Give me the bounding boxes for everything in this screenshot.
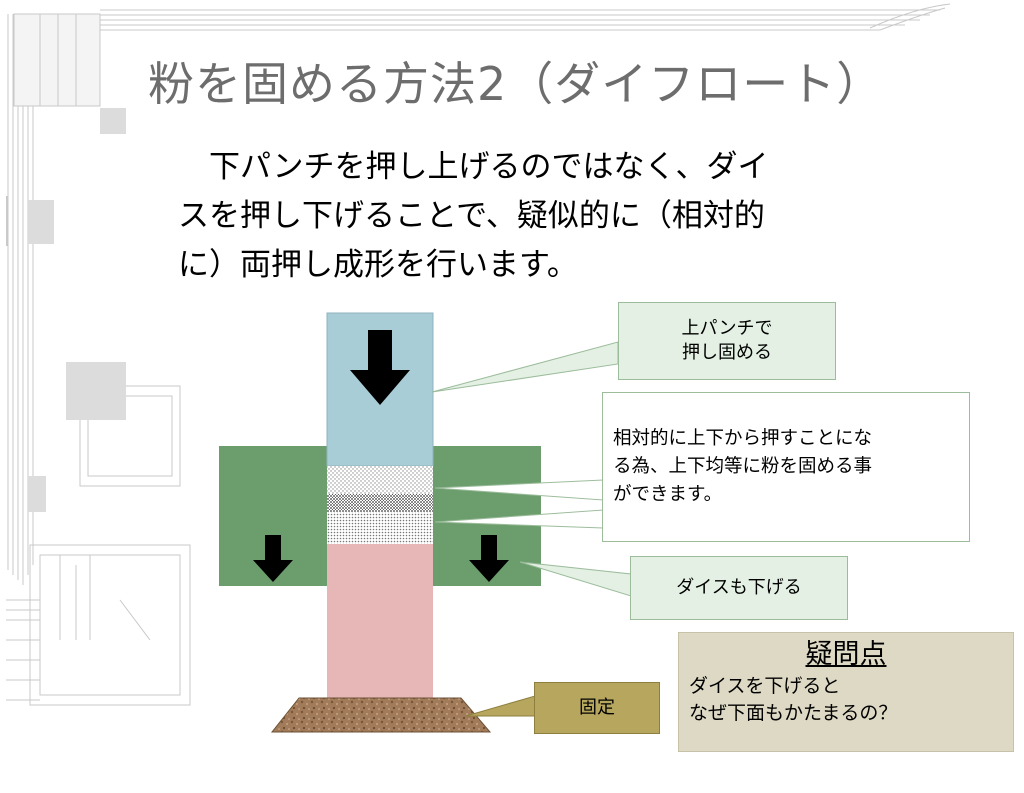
callout-pointer bbox=[465, 695, 536, 717]
body-line: スを押し下げることで、疑似的に（相対的 bbox=[178, 198, 765, 234]
callout-line: 押し固める bbox=[682, 342, 772, 363]
question-line: ダイスを下げると bbox=[689, 675, 841, 697]
callout-fixed: 固定 bbox=[534, 682, 660, 734]
question-heading: 疑問点 bbox=[805, 639, 887, 670]
callout-line: 相対的に上下から押すことにな bbox=[613, 428, 873, 449]
callout-line: 上パンチで bbox=[681, 318, 773, 339]
page-title: 粉を固める方法2（ダイフロート） bbox=[148, 57, 884, 111]
body-line: 下パンチを押し上げるのではなく、ダイ bbox=[209, 149, 769, 185]
down-arrow-icon bbox=[253, 535, 293, 582]
callout-line: 固定 bbox=[579, 697, 615, 718]
powder-bottom-layer bbox=[327, 512, 433, 544]
powder-middle-layer bbox=[327, 494, 433, 512]
body-text: 下パンチを押し上げるのではなく、ダイ スを押し下げることで、疑似的に（相対的 に… bbox=[178, 143, 958, 290]
question-line: なぜ下面もかたまるの？ bbox=[689, 702, 898, 724]
callout-relative-pressing: 相対的に上下から押すことにな る為、上下均等に粉を固める事 ができます。 bbox=[602, 392, 970, 542]
powder-top-layer bbox=[327, 466, 433, 494]
fixed-base bbox=[270, 697, 492, 733]
callout-line: ができます。 bbox=[613, 484, 723, 505]
down-arrow-icon bbox=[350, 330, 410, 405]
question-box: 疑問点 ダイスを下げると なぜ下面もかたまるの？ bbox=[678, 632, 1014, 752]
lower-punch bbox=[327, 544, 433, 700]
down-arrow-icon bbox=[469, 535, 509, 582]
body-line: に）両押し成形を行います。 bbox=[178, 247, 578, 283]
callout-upper-punch: 上パンチで 押し固める bbox=[618, 302, 836, 380]
callout-pointer bbox=[431, 341, 619, 393]
callout-die-lowered: ダイスも下げる bbox=[630, 556, 848, 620]
callout-line: る為、上下均等に粉を固める事 bbox=[613, 456, 873, 477]
callout-line: ダイスも下げる bbox=[676, 577, 802, 598]
